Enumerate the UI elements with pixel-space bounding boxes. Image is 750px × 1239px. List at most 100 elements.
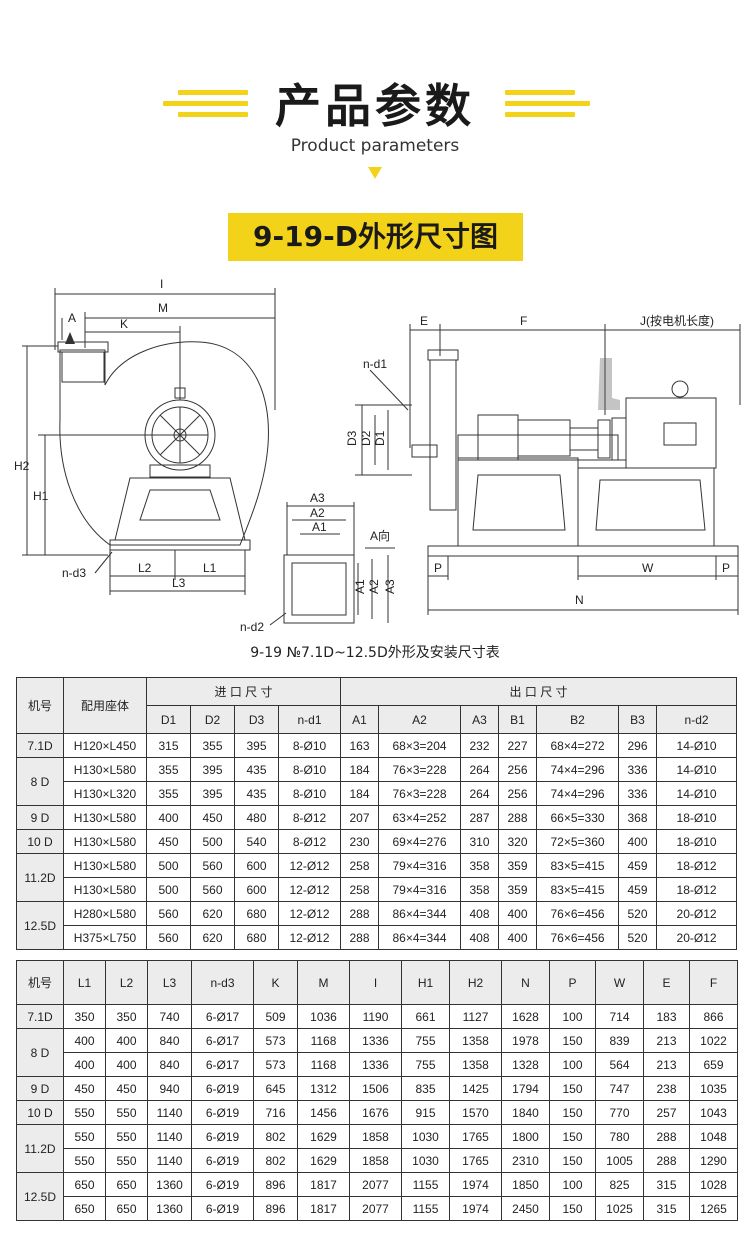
table-cell: 400 bbox=[105, 1028, 148, 1053]
decor-lines-left bbox=[163, 90, 248, 123]
dim-label-d3: D3 bbox=[345, 430, 359, 446]
table-cell: 550 bbox=[63, 1124, 106, 1149]
table-cell: 896 bbox=[253, 1172, 298, 1197]
table-cell: 1974 bbox=[449, 1172, 502, 1197]
table-cell: 564 bbox=[595, 1052, 644, 1077]
header-outlet-col: A1 bbox=[340, 705, 380, 734]
model-cell: 10 D bbox=[16, 829, 64, 854]
table-cell: 100 bbox=[549, 1172, 596, 1197]
table-cell: 150 bbox=[549, 1124, 596, 1149]
table-cell: 213 bbox=[643, 1052, 690, 1077]
table-cell: 6-Ø17 bbox=[191, 1052, 254, 1077]
model-cell: 12.5D bbox=[16, 1172, 64, 1221]
table-cell: 8-Ø10 bbox=[277, 781, 342, 806]
table-cell: 1800 bbox=[501, 1124, 550, 1149]
table-cell: 12-Ø12 bbox=[277, 853, 342, 878]
table-cell: 408 bbox=[460, 925, 500, 950]
table-cell: 258 bbox=[340, 853, 380, 878]
table-cell: H280×L580 bbox=[63, 901, 147, 926]
table-cell: 747 bbox=[595, 1076, 644, 1101]
table-cell: 1629 bbox=[297, 1148, 350, 1173]
header-model: 机号 bbox=[16, 677, 64, 734]
table-cell: 184 bbox=[340, 757, 380, 782]
table-cell: 550 bbox=[105, 1100, 148, 1125]
table-cell: 600 bbox=[234, 853, 279, 878]
table-cell: 150 bbox=[549, 1196, 596, 1221]
table-cell: 780 bbox=[595, 1124, 644, 1149]
table-cell: 6-Ø19 bbox=[191, 1196, 254, 1221]
model-cell: 7.1D bbox=[16, 733, 64, 758]
header-cell: H1 bbox=[401, 960, 450, 1005]
table-cell: 79×4=316 bbox=[378, 853, 462, 878]
table-cell: 74×4=296 bbox=[536, 781, 620, 806]
table-cell: 63×4=252 bbox=[378, 805, 462, 830]
header-inlet-col: D2 bbox=[190, 705, 235, 734]
table-cell: 336 bbox=[618, 757, 658, 782]
table-cell: 1336 bbox=[349, 1028, 402, 1053]
table-cell: H120×L450 bbox=[63, 733, 147, 758]
table-cell: 550 bbox=[105, 1124, 148, 1149]
dim-label-a2-side: A2 bbox=[367, 579, 381, 594]
table-cell: 400 bbox=[63, 1028, 106, 1053]
decor-lines-right bbox=[505, 90, 590, 123]
table-cell: 359 bbox=[498, 877, 538, 902]
table-cell: 1155 bbox=[401, 1172, 450, 1197]
table-cell: 232 bbox=[460, 733, 500, 758]
table-cell: 14-Ø10 bbox=[656, 757, 738, 782]
table-cell: 825 bbox=[595, 1172, 644, 1197]
table-cell: 207 bbox=[340, 805, 380, 830]
table-cell: 76×3=228 bbox=[378, 757, 462, 782]
table-cell: 659 bbox=[689, 1052, 738, 1077]
table-cell: 6-Ø17 bbox=[191, 1028, 254, 1053]
model-cell: 8 D bbox=[16, 1028, 64, 1077]
table-cell: 6-Ø19 bbox=[191, 1148, 254, 1173]
table-cell: 86×4=344 bbox=[378, 901, 462, 926]
table-cell: 1817 bbox=[297, 1172, 350, 1197]
table-cell: 716 bbox=[253, 1100, 298, 1125]
dim-label-a2-top: A2 bbox=[310, 506, 325, 520]
table-cell: 76×3=228 bbox=[378, 781, 462, 806]
table-cell: 400 bbox=[105, 1052, 148, 1077]
table-cell: 150 bbox=[549, 1076, 596, 1101]
table-cell: 400 bbox=[618, 829, 658, 854]
model-cell: 11.2D bbox=[16, 853, 64, 902]
dim-label-l1: L1 bbox=[203, 561, 217, 575]
table-cell: 8-Ø12 bbox=[277, 829, 342, 854]
table-cell: 150 bbox=[549, 1148, 596, 1173]
header-cell: P bbox=[549, 960, 596, 1005]
table-cell: 620 bbox=[190, 901, 235, 926]
table-cell: 2450 bbox=[501, 1196, 550, 1221]
table-cell: 1358 bbox=[449, 1052, 502, 1077]
header-inlet-col: n-d1 bbox=[277, 705, 342, 734]
section-banner: 9-19-D外形尺寸图 bbox=[228, 213, 523, 261]
table-cell: 755 bbox=[401, 1052, 450, 1077]
table-cell: 288 bbox=[340, 901, 380, 926]
dim-label-e: E bbox=[420, 314, 428, 328]
table-cell: 183 bbox=[643, 1004, 690, 1029]
dim-label-d1: D1 bbox=[373, 430, 387, 446]
table-cell: 573 bbox=[253, 1052, 298, 1077]
header-cell: n-d3 bbox=[191, 960, 254, 1005]
table-cell: 150 bbox=[549, 1028, 596, 1053]
table-cell: 915 bbox=[401, 1100, 450, 1125]
dim-label-n: N bbox=[575, 593, 584, 607]
table-cell: 1155 bbox=[401, 1196, 450, 1221]
table-cell: 1974 bbox=[449, 1196, 502, 1221]
table-cell: 600 bbox=[234, 877, 279, 902]
table-cell: 400 bbox=[146, 805, 191, 830]
page-subtitle: Product parameters bbox=[290, 136, 460, 156]
table-cell: 18-Ø10 bbox=[656, 829, 738, 854]
dim-label-a-direction: A向 bbox=[370, 528, 390, 543]
table-cell: 550 bbox=[63, 1100, 106, 1125]
table-cell: 1765 bbox=[449, 1124, 502, 1149]
table-cell: 1978 bbox=[501, 1028, 550, 1053]
model-cell: 9 D bbox=[16, 805, 64, 830]
page-title: 产品参数 bbox=[275, 79, 475, 133]
table-cell: 227 bbox=[498, 733, 538, 758]
table-cell: 1030 bbox=[401, 1124, 450, 1149]
